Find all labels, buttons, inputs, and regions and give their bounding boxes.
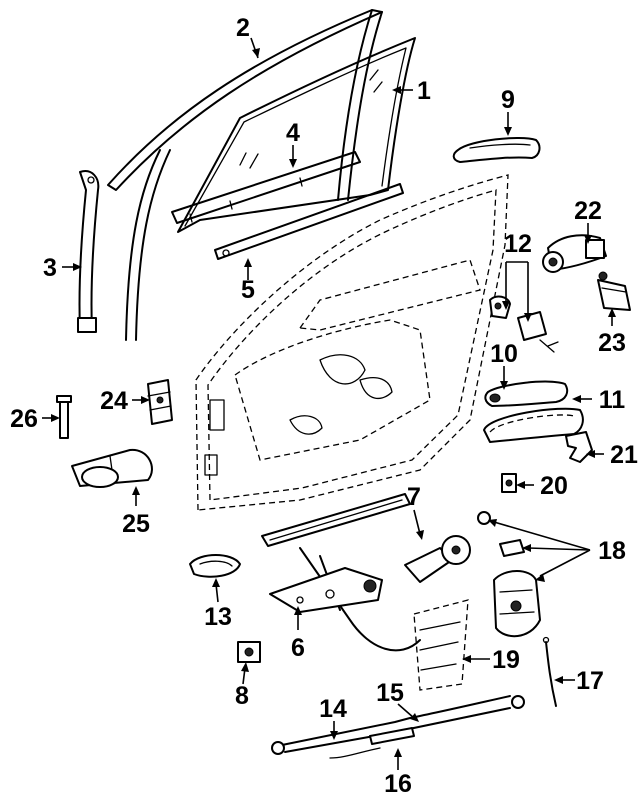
leader-lines [42, 37, 616, 770]
callout-20: 20 [540, 472, 568, 500]
callout-17: 17 [576, 667, 604, 695]
callout-4: 4 [286, 119, 300, 147]
water-shield-part [413, 599, 469, 691]
callout-8: 8 [235, 682, 249, 710]
callout-11: 11 [599, 386, 626, 414]
door-glass-part [177, 37, 416, 233]
callout-13: 13 [204, 603, 232, 631]
lock-cylinder-part [542, 234, 607, 273]
callout-9: 9 [501, 86, 515, 114]
callout-5: 5 [241, 276, 255, 304]
lock-switch-part [597, 271, 631, 311]
callout-15: 15 [376, 679, 404, 707]
clip-part [501, 473, 517, 493]
callout-14: 14 [319, 695, 347, 723]
door-latch-part [477, 511, 541, 638]
inside-handle-part [484, 380, 569, 407]
cable-assembly-part [271, 695, 525, 759]
callout-6: 6 [291, 634, 305, 662]
callout-3: 3 [43, 254, 57, 282]
callout-24: 24 [100, 387, 128, 415]
callout-22: 22 [574, 197, 602, 225]
lower-hinge-part [71, 448, 153, 488]
belt-molding-part [214, 183, 404, 260]
outside-handle-part [452, 137, 541, 163]
bracket-part [565, 431, 593, 463]
callout-10: 10 [490, 340, 518, 368]
callout-12: 12 [504, 230, 532, 258]
door-shell [195, 174, 509, 511]
lock-rod-part [542, 636, 557, 707]
callout-21: 21 [610, 441, 638, 469]
upper-hinge-part [147, 379, 173, 425]
window-motor-part [404, 535, 471, 583]
handle-bezel-part [483, 407, 584, 443]
callout-25: 25 [122, 510, 150, 538]
callout-26: 26 [10, 405, 38, 433]
glass-channel-part [171, 151, 361, 224]
window-regulator-part [261, 493, 421, 652]
callout-1: 1 [417, 77, 431, 105]
handle-cup-part [189, 554, 241, 578]
callout-18: 18 [598, 537, 626, 565]
callout-19: 19 [492, 646, 520, 674]
switch-block-part [237, 641, 261, 663]
hinge-bolt-part [56, 395, 72, 439]
callout-16: 16 [384, 770, 412, 798]
callout-2: 2 [236, 14, 250, 42]
callout-labels: 2 1 3 4 5 9 22 12 23 10 11 21 20 24 26 2… [10, 14, 638, 798]
run-channel-part [77, 170, 100, 333]
glass-run-channel-part [107, 9, 383, 341]
callout-23: 23 [598, 329, 626, 357]
callout-7: 7 [407, 483, 421, 511]
